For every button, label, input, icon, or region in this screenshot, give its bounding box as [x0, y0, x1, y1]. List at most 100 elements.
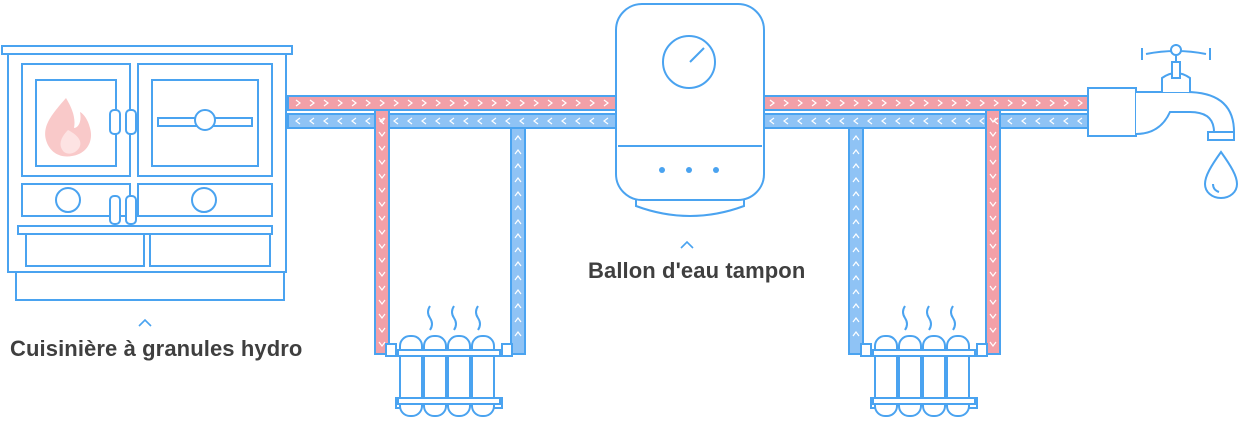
chevron-down-icon	[989, 285, 997, 291]
chevron-right-icon	[309, 99, 315, 107]
water-drop-icon	[1203, 150, 1239, 200]
chevron-down-icon	[378, 341, 386, 347]
hot-drop-right	[985, 109, 1001, 355]
chevron-left-icon	[923, 117, 929, 125]
chevron-up-icon	[852, 135, 860, 141]
chevron-right-icon	[867, 99, 873, 107]
heat-wave-icon	[902, 305, 956, 331]
chevron-right-icon	[575, 99, 581, 107]
radiator-icon	[860, 335, 988, 417]
chevron-left-icon	[449, 117, 455, 125]
chevron-down-icon	[378, 145, 386, 151]
chevron-up-icon	[852, 275, 860, 281]
chevron-right-icon	[421, 99, 427, 107]
chevron-right-icon	[1063, 99, 1069, 107]
chevron-down-icon	[989, 327, 997, 333]
chevron-left-icon	[393, 117, 399, 125]
chevron-down-icon	[378, 131, 386, 137]
chevron-right-icon	[839, 99, 845, 107]
chevron-right-icon	[323, 99, 329, 107]
chevron-left-icon	[811, 117, 817, 125]
chevron-right-icon	[1007, 99, 1013, 107]
chevron-up-icon	[852, 205, 860, 211]
chevron-right-icon	[1035, 99, 1041, 107]
chevron-left-icon	[951, 117, 957, 125]
caret-up-icon	[680, 240, 694, 249]
chevron-right-icon	[379, 99, 385, 107]
chevron-down-icon	[989, 159, 997, 165]
chevron-down-icon	[989, 341, 997, 347]
chevron-right-icon	[295, 99, 301, 107]
chevron-up-icon	[852, 303, 860, 309]
chevron-left-icon	[965, 117, 971, 125]
chevron-left-icon	[1035, 117, 1041, 125]
chevron-left-icon	[407, 117, 413, 125]
chevron-right-icon	[477, 99, 483, 107]
chevron-right-icon	[923, 99, 929, 107]
chevron-up-icon	[514, 303, 522, 309]
chevron-up-icon	[514, 135, 522, 141]
caret-up-icon	[138, 318, 152, 327]
flow-chevrons-layer	[295, 99, 1083, 347]
chevron-up-icon	[852, 163, 860, 169]
chevron-up-icon	[514, 275, 522, 281]
gauge-icon	[662, 35, 716, 89]
chevron-right-icon	[951, 99, 957, 107]
chevron-up-icon	[514, 149, 522, 155]
chevron-down-icon	[378, 327, 386, 333]
chevron-left-icon	[909, 117, 915, 125]
tank-indicator-dots	[659, 167, 719, 173]
chevron-right-icon	[337, 99, 343, 107]
chevron-right-icon	[449, 99, 455, 107]
chevron-left-icon	[895, 117, 901, 125]
chevron-left-icon	[589, 117, 595, 125]
chevron-right-icon	[561, 99, 567, 107]
faucet-icon	[1087, 44, 1236, 141]
chevron-up-icon	[852, 247, 860, 253]
chevron-left-icon	[295, 117, 301, 125]
chevron-left-icon	[1077, 117, 1083, 125]
chevron-right-icon	[589, 99, 595, 107]
flame-icon	[45, 98, 92, 157]
chevron-up-icon	[514, 177, 522, 183]
chevron-left-icon	[477, 117, 483, 125]
chevron-right-icon	[351, 99, 357, 107]
chevron-left-icon	[337, 117, 343, 125]
chevron-right-icon	[519, 99, 525, 107]
chevron-down-icon	[989, 201, 997, 207]
chevron-right-icon	[407, 99, 413, 107]
chevron-down-icon	[989, 131, 997, 137]
chevron-right-icon	[435, 99, 441, 107]
chevron-right-icon	[533, 99, 539, 107]
cold-return-right	[848, 127, 864, 355]
tank-label: Ballon d'eau tampon	[588, 258, 806, 283]
chevron-up-icon	[514, 219, 522, 225]
chevron-right-icon	[937, 99, 943, 107]
chevron-left-icon	[519, 117, 525, 125]
chevron-right-icon	[603, 99, 609, 107]
cold-return-left	[510, 127, 526, 355]
chevron-up-icon	[514, 205, 522, 211]
chevron-down-icon	[989, 243, 997, 249]
chevron-left-icon	[1063, 117, 1069, 125]
chevron-down-icon	[989, 187, 997, 193]
chevron-down-icon	[378, 187, 386, 193]
water-tank-icon	[615, 3, 765, 217]
chevron-up-icon	[514, 163, 522, 169]
chevron-up-icon	[514, 233, 522, 239]
chevron-left-icon	[797, 117, 803, 125]
chevron-right-icon	[547, 99, 553, 107]
hot-pipe-stove-tank	[287, 95, 619, 111]
chevron-right-icon	[393, 99, 399, 107]
chevron-up-icon	[852, 149, 860, 155]
chevron-down-icon	[378, 229, 386, 235]
chevron-left-icon	[937, 117, 943, 125]
chevron-up-icon	[852, 191, 860, 197]
chevron-right-icon	[909, 99, 915, 107]
chevron-right-icon	[979, 99, 985, 107]
chevron-right-icon	[965, 99, 971, 107]
stove-label: Cuisinière à granules hydro	[10, 336, 303, 361]
chevron-up-icon	[852, 233, 860, 239]
chevron-left-icon	[853, 117, 859, 125]
chevron-left-icon	[1049, 117, 1055, 125]
